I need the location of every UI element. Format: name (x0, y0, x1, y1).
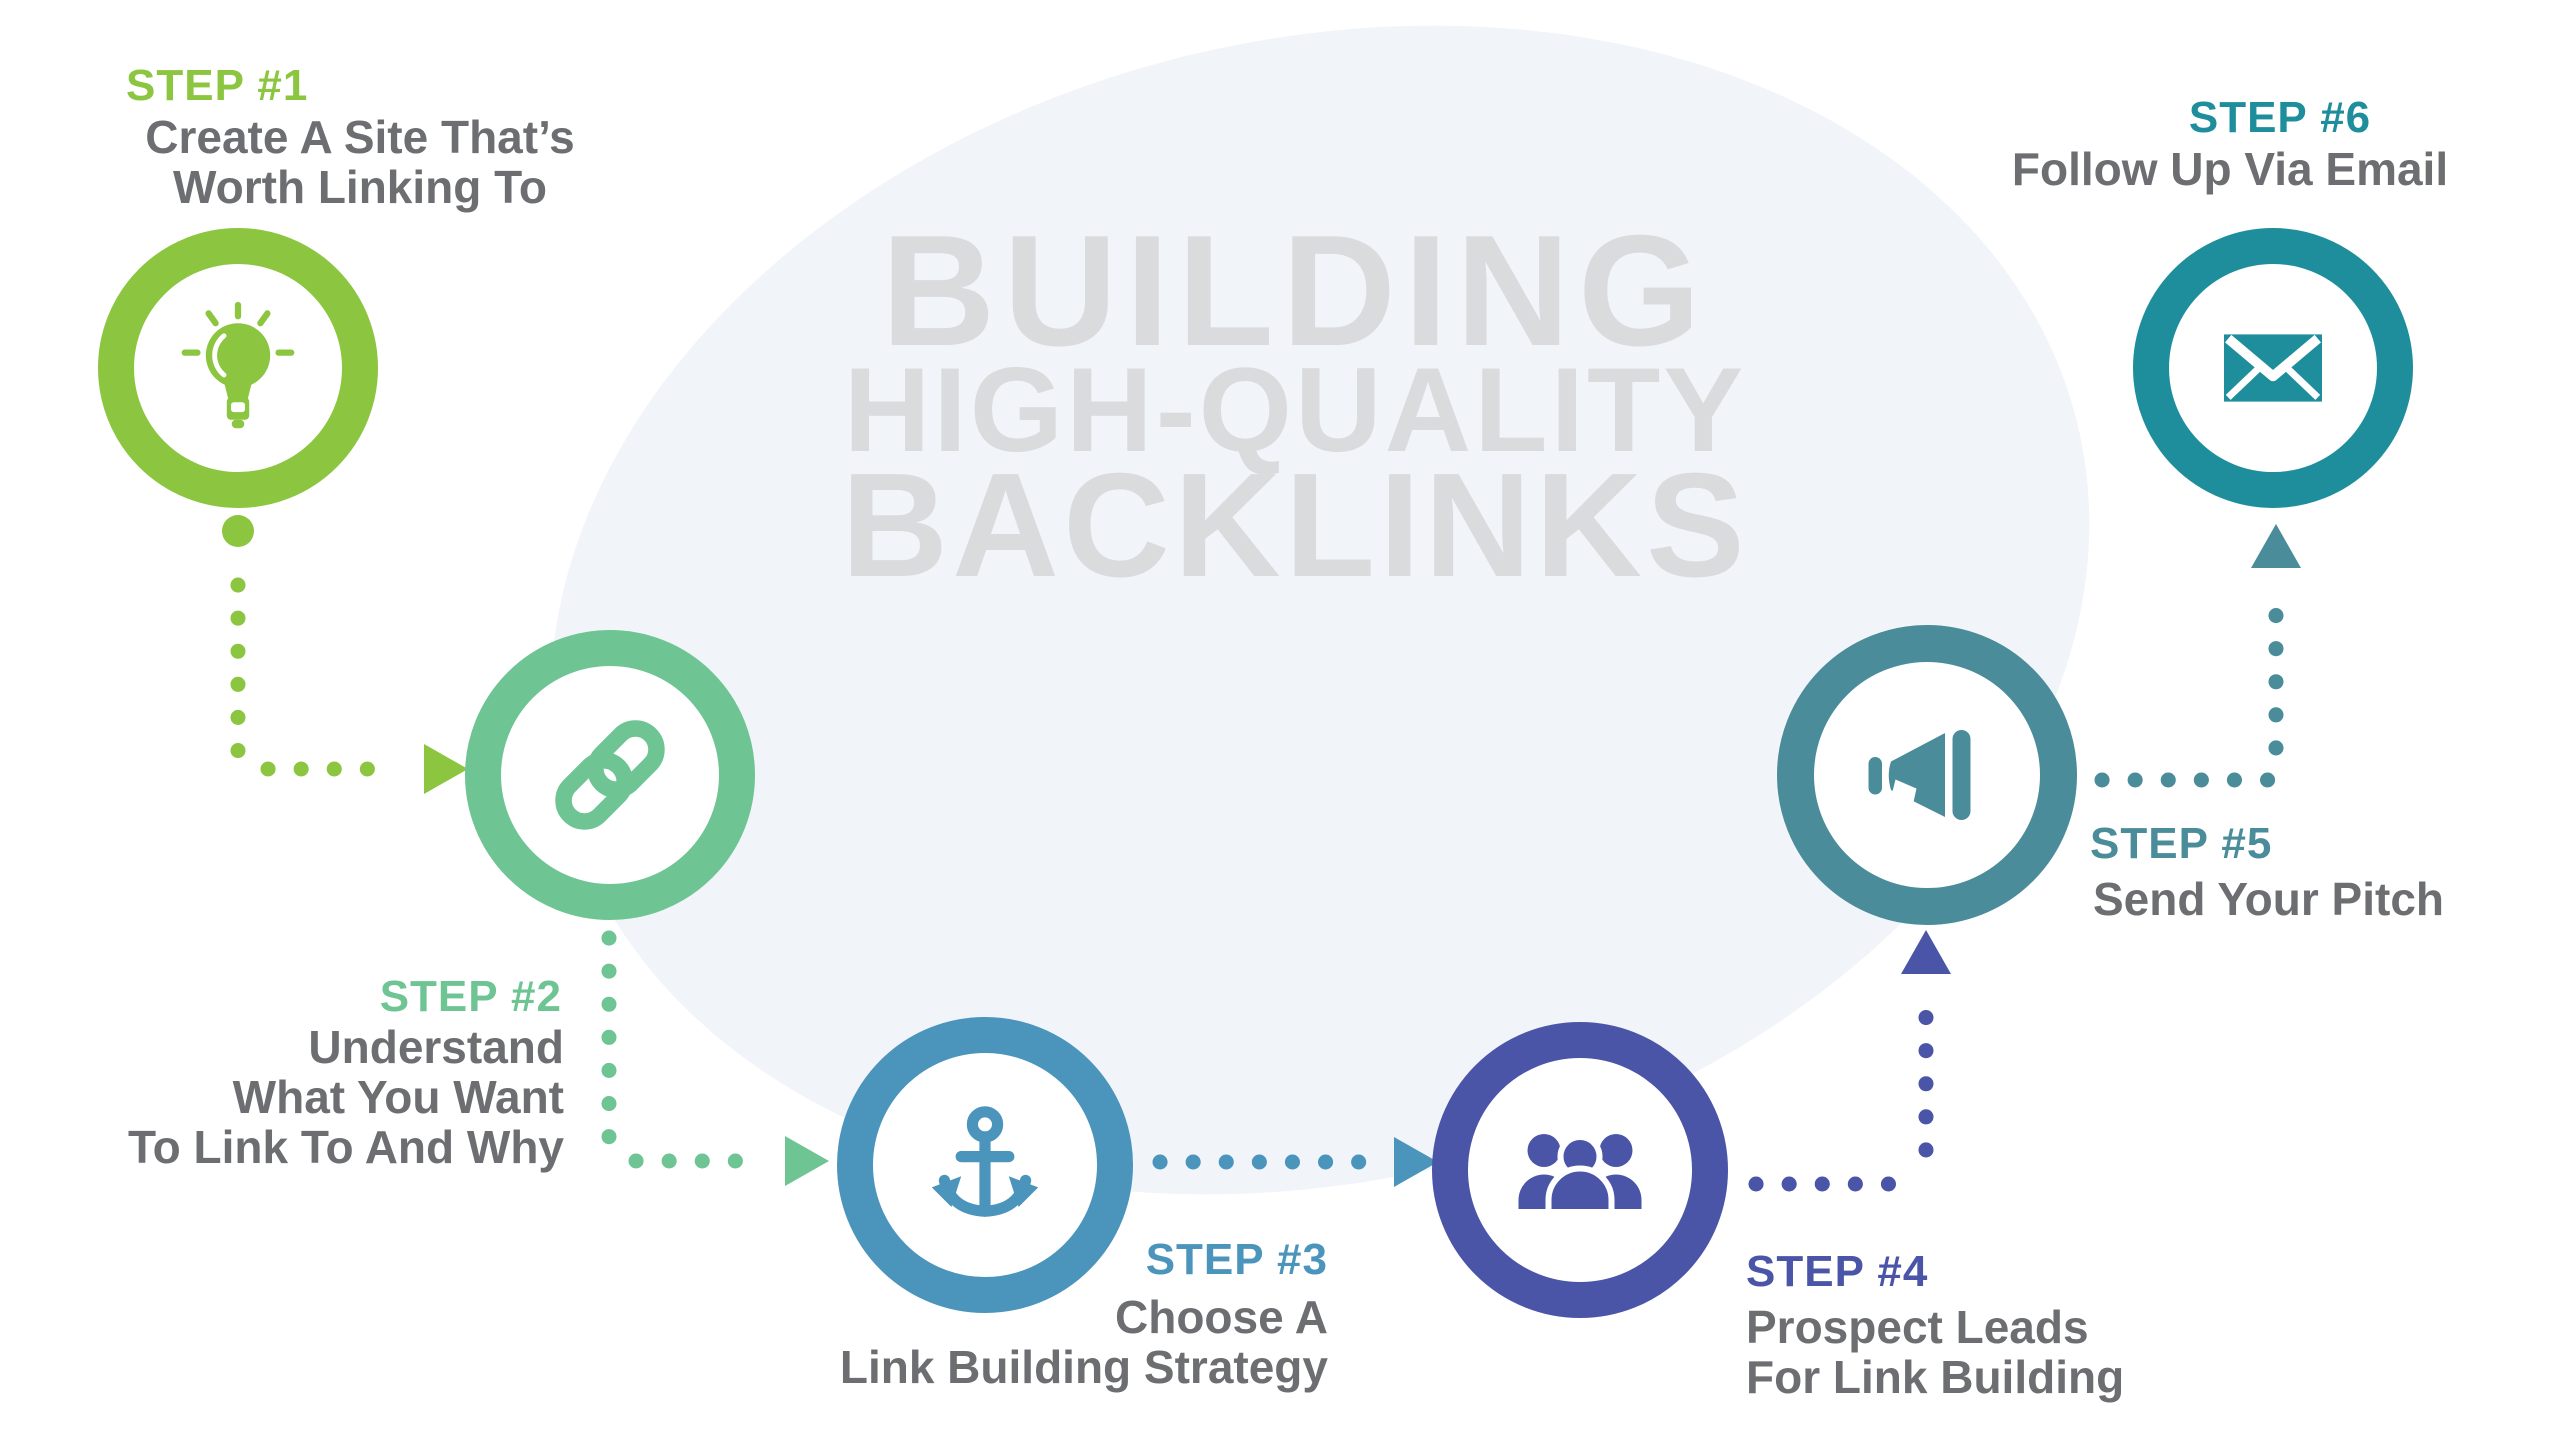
step-1-circle (98, 228, 378, 508)
step-5-circle (1777, 625, 2077, 925)
connector-step2-step3 (601, 930, 829, 1186)
anchor-icon (931, 1106, 1039, 1217)
chain-link-icon (555, 720, 665, 830)
step-6-circle (2133, 228, 2413, 508)
connector-step1-step2 (222, 515, 468, 794)
step-1-label: STEP #1 (126, 61, 309, 110)
connector-step5-step6 (2094, 524, 2301, 788)
connector-step4-step5 (1748, 930, 1951, 1192)
watermark-line-2: HIGH-QUALITY (843, 343, 1747, 477)
email-icon (2224, 334, 2322, 402)
step-3-title: Choose A Link Building Strategy (733, 1292, 1328, 1392)
step-1-title: Create A Site That’s Worth Linking To (100, 112, 620, 212)
connector-step3-step4 (1152, 1137, 1438, 1187)
step-2-title-line: To Link To And Why (127, 1121, 564, 1173)
step-4-title-line: For Link Building (1746, 1351, 2125, 1403)
step-2-title-line: Understand (308, 1021, 564, 1073)
step-4-title: Prospect Leads For Link Building (1746, 1302, 2124, 1402)
people-icon (1518, 1134, 1642, 1215)
step-3-circle (837, 1017, 1133, 1313)
step-6-label: STEP #6 (2188, 93, 2372, 142)
step-4-label: STEP #4 (1746, 1247, 1929, 1296)
step-3-title-line: Choose A (1115, 1291, 1328, 1343)
step-1-title-line: Create A Site That’s (145, 111, 575, 163)
step-5-title-line: Send Your Pitch (2093, 873, 2445, 925)
step-2-circle (465, 630, 755, 920)
step-6-title-line: Follow Up Via Email (2011, 143, 2449, 195)
step-4-title-line: Prospect Leads (1746, 1301, 2089, 1353)
step-5-label: STEP #5 (2090, 819, 2273, 868)
step-2-title-line: What You Want (232, 1071, 564, 1123)
step-5-title: Send Your Pitch (2093, 874, 2444, 924)
lightbulb-icon (181, 301, 295, 429)
watermark-line-3: BACKLINKS (841, 443, 1749, 608)
step-6-title: Follow Up Via Email (1950, 144, 2510, 194)
watermark-line-1: BUILDING (881, 203, 1709, 379)
step-3-title-line: Link Building Strategy (839, 1341, 1328, 1393)
step-1-title-line: Worth Linking To (173, 161, 547, 213)
step-4-circle (1432, 1022, 1728, 1318)
step-2-title: Understand What You Want To Link To And … (62, 1022, 564, 1172)
step-2-label: STEP #2 (379, 972, 562, 1021)
step-3-label: STEP #3 (1145, 1235, 1328, 1284)
megaphone-icon (1868, 730, 1971, 820)
